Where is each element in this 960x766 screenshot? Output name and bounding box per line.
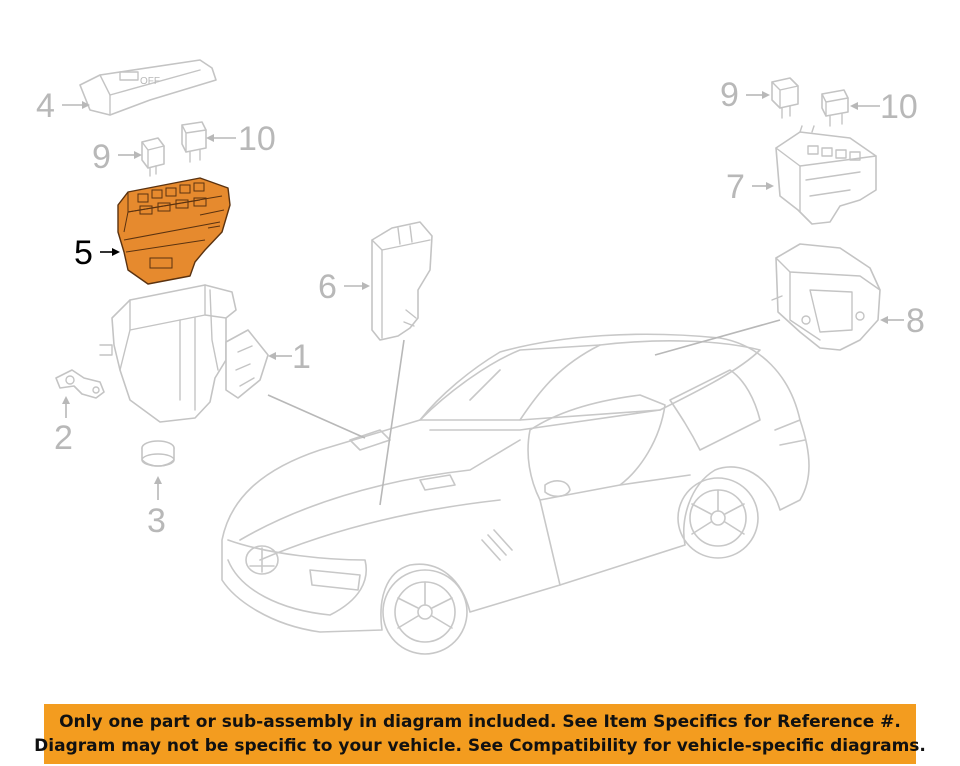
callout-3: 3 — [147, 502, 166, 540]
part-6-control-module[interactable] — [371, 221, 433, 341]
callout-10-left: 10 — [238, 120, 276, 158]
arrow-3 — [154, 476, 162, 484]
arrow-5 — [112, 248, 120, 256]
arrow-10-right — [850, 102, 858, 110]
parts-diagram: OFF 4 9 10 5 — [36, 59, 925, 655]
arrow-1 — [268, 352, 276, 360]
callout-2: 2 — [54, 419, 73, 457]
arrow-8 — [880, 316, 888, 324]
part-10-fuse-left[interactable] — [181, 121, 207, 163]
callout-4: 4 — [36, 87, 55, 125]
callout-9-left: 9 — [92, 138, 111, 176]
arrow-7 — [766, 182, 774, 190]
part-8-mounting-bracket[interactable] — [771, 243, 881, 351]
callout-9-right: 9 — [720, 76, 739, 114]
callout-8: 8 — [906, 302, 925, 340]
arrow-9-left — [134, 151, 142, 159]
part-3-grommet[interactable] — [141, 440, 175, 467]
arrow-6 — [362, 282, 370, 290]
callout-1: 1 — [292, 338, 311, 376]
disclaimer-banner: Only one part or sub-assembly in diagram… — [34, 704, 926, 764]
arrow-10-left — [206, 134, 214, 142]
leader-part-6-to-car — [379, 339, 405, 506]
disclaimer-line-1: Only one part or sub-assembly in diagram… — [59, 712, 901, 732]
arrow-2 — [62, 396, 70, 404]
callout-10-right: 10 — [880, 88, 918, 126]
car-illustration — [221, 333, 810, 655]
arrow-9-right — [762, 91, 770, 99]
part-7-relay-fuse-box[interactable] — [775, 125, 877, 225]
arrow-4 — [82, 101, 90, 109]
part-9-relay-right[interactable] — [771, 77, 799, 119]
leader-part-8-to-car — [654, 319, 781, 356]
part-2-bracket-clip[interactable] — [55, 369, 105, 399]
disclaimer-line-2: Diagram may not be specific to your vehi… — [34, 736, 926, 756]
part-9-relay-left[interactable] — [141, 137, 165, 177]
callout-7: 7 — [726, 168, 745, 206]
part-4-fuse-box-cover[interactable]: OFF — [79, 59, 217, 116]
leader-part-1-to-car — [267, 394, 366, 439]
callout-5: 5 — [74, 234, 93, 272]
part-1-housing[interactable] — [99, 284, 269, 423]
callout-6: 6 — [318, 268, 337, 306]
svg-text:OFF: OFF — [140, 76, 160, 87]
part-10-fuse-right[interactable] — [821, 89, 849, 127]
part-5-fuse-relay-box[interactable] — [117, 177, 231, 285]
